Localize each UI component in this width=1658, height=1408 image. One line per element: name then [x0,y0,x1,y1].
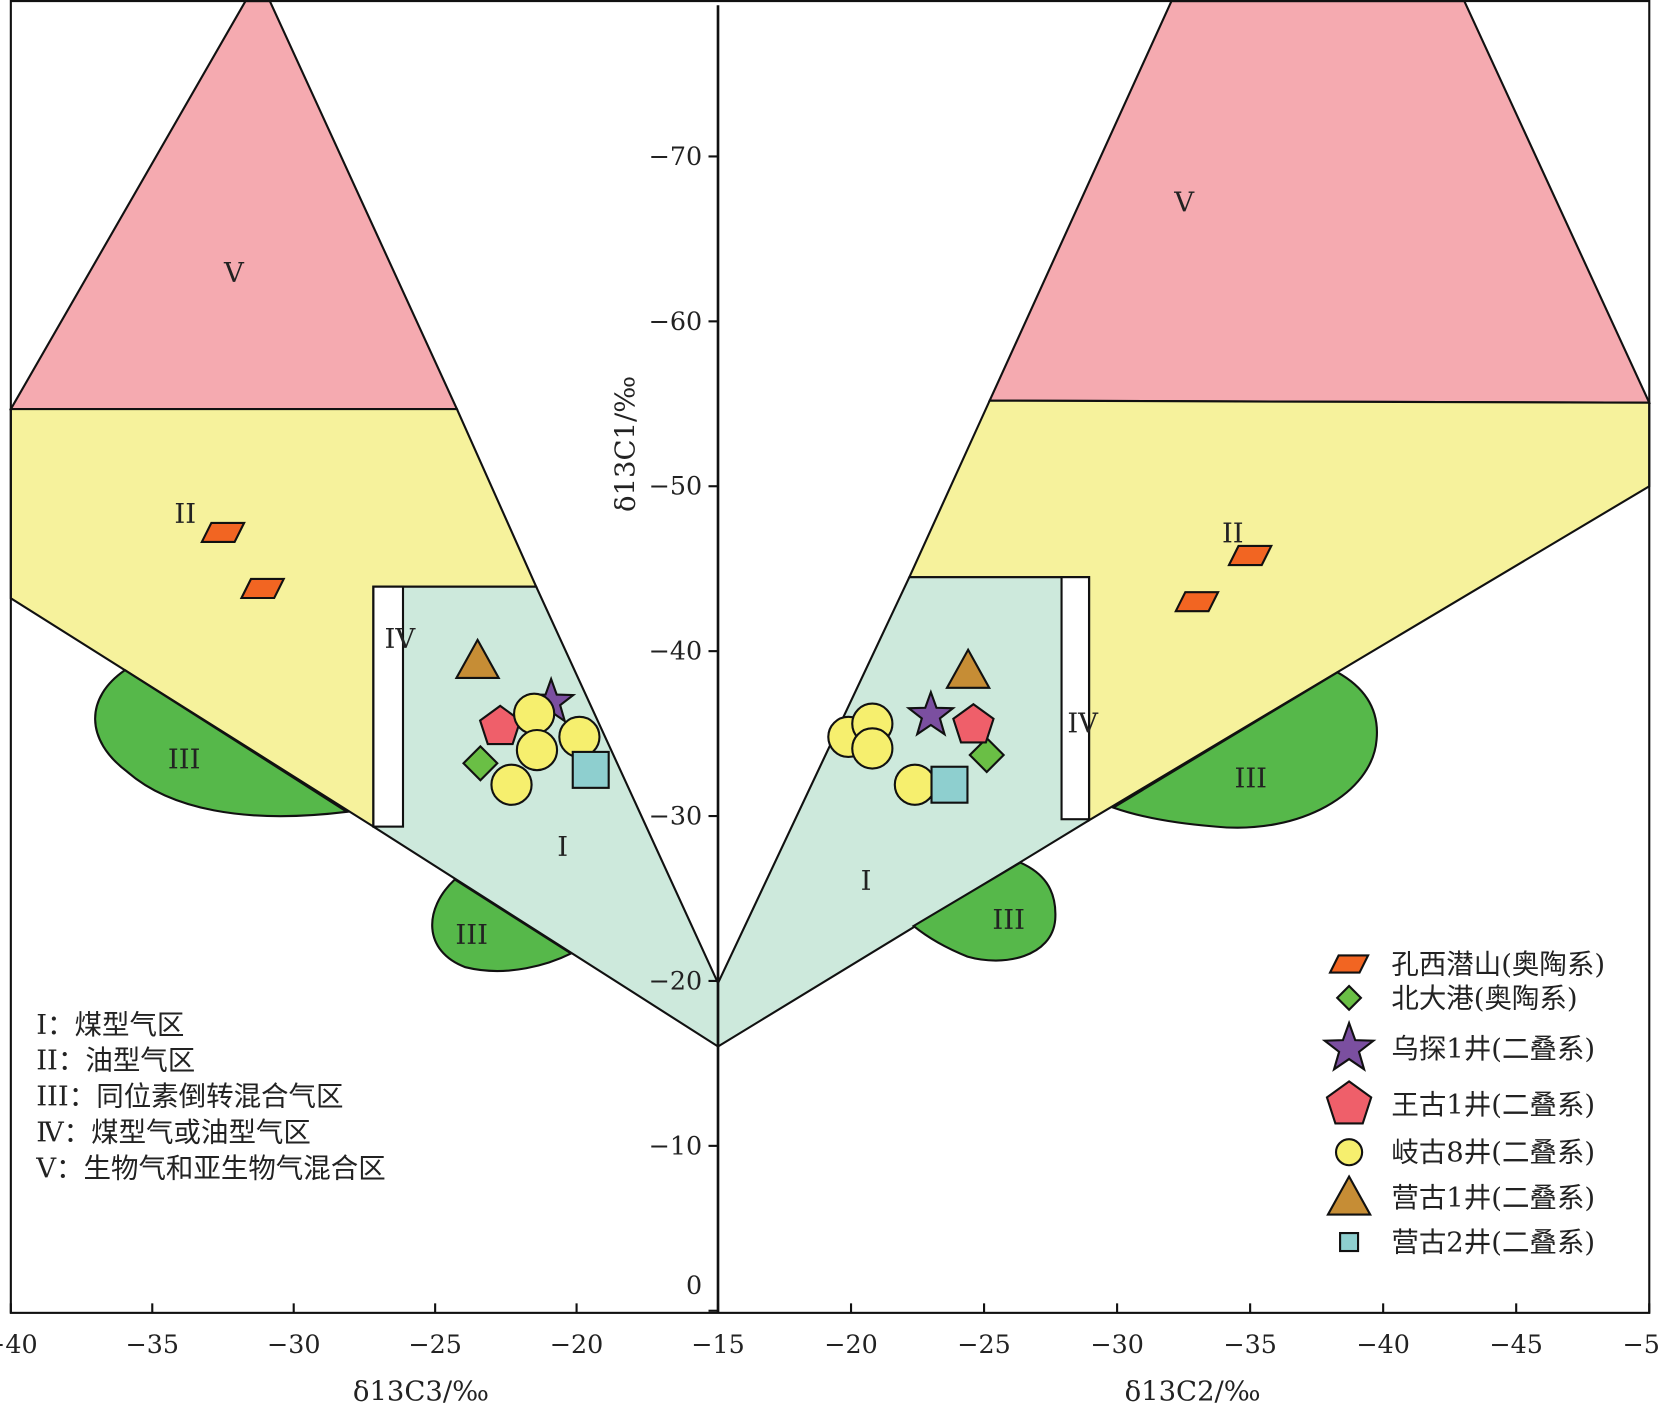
data-point [515,728,559,772]
label-iii: III [1234,763,1267,795]
legend-label: 北大港(奥陶系) [1391,982,1577,1014]
data-point [905,689,956,737]
region-iv-right [1060,576,1091,821]
label-v: V [223,257,245,289]
x-tick-label: −20 [824,1329,878,1359]
note: Ⅳ：煤型气或油型气区 [36,1117,311,1149]
legend-label: 岐古8井(二叠系) [1391,1137,1595,1169]
y-tick-label: −10 [649,1130,703,1160]
x-tick-label: −25 [408,1329,462,1359]
legend-marker-diamond [1335,984,1363,1012]
label-iii: III [455,919,488,951]
axis-titles: δ13C3/‰ δ13C2/‰ δ13C1/‰ [353,376,1261,1408]
data-point [1227,544,1273,567]
label-ii: II [1222,517,1244,549]
label-iii: III [992,904,1025,936]
x-tick-label: −35 [126,1329,180,1359]
x-tick-label: −35 [1223,1329,1277,1359]
label-i: I [557,831,568,863]
y-tick-label: −50 [649,471,703,501]
data-point [952,702,995,744]
legend-label: 乌探1井(二叠系) [1391,1033,1595,1065]
data-point [200,521,246,543]
y-tick-label: −70 [649,141,703,171]
x-axis-label-left: δ13C3/‰ [353,1376,489,1408]
region-iii-right-1 [1110,671,1379,829]
data-point [945,647,992,689]
region-v-left [9,0,459,411]
label-v: V [1173,186,1195,218]
x-tick-label: −40 [0,1329,38,1359]
data-point [461,744,499,782]
label-iv: IV [1067,708,1099,740]
region-labels: V II IV III I III V II IV III I III [168,186,1267,951]
data-point [571,750,610,789]
region-iii-left-2 [431,878,574,973]
data-point [513,692,556,735]
legend-label: 营古2井(二叠系) [1391,1227,1595,1259]
data-point [930,765,969,804]
note: V：生物气和亚生物气混合区 [35,1153,385,1185]
legend-marker-circle [1334,1138,1364,1167]
legend-marker-triangle [1326,1174,1373,1216]
x-tick-label: −50 [1622,1329,1658,1359]
x-tick-label: −30 [267,1329,321,1359]
data-points [200,521,1273,806]
data-point [239,577,286,600]
data-point [968,736,1006,774]
legend-marker-pentagon [1325,1080,1373,1125]
data-point [893,763,937,806]
data-point [454,637,501,680]
legend-marker-parallelogram [1328,954,1370,974]
frame [9,0,1651,1314]
x-tick-label: −25 [957,1329,1011,1359]
note: I：煤型气区 [36,1009,184,1041]
x-tick-label: −45 [1489,1329,1543,1359]
region-notes: I：煤型气区 II：油型气区 III：同位素倒转混合气区 Ⅳ：煤型气或油型气区 … [35,1009,385,1185]
note: II：油型气区 [36,1045,195,1077]
data-point [1174,591,1220,613]
y-tick-label: −40 [649,636,703,666]
y-tick-label: −60 [649,306,703,336]
label-iii: III [168,743,201,775]
region-iv-left [372,585,405,828]
legend-marker-square [1339,1231,1360,1253]
note: III：同位素倒转混合气区 [36,1081,343,1113]
label-i: I [861,865,872,897]
y-tick-label: −30 [649,801,703,831]
legend-label: 营古1井(二叠系) [1391,1182,1595,1214]
regions-left [9,0,720,1049]
axes: 0 −10 −20 −30 −40 −50 −60 −70 −40 −35 −30 −25 −20 −15… [0,141,1658,1359]
y-tick-label: 0 [686,1270,702,1300]
legend-label: 孔西潜山(奥陶系) [1391,949,1605,981]
legend: 孔西潜山(奥陶系)北大港(奥陶系) 乌探1井(二叠系) 王古1井(二叠系) 岐古8井(… [1321,949,1605,1259]
legend-marker-star [1321,1019,1377,1072]
data-point [490,763,533,806]
y-axis-label: δ13C1/‰ [610,376,642,512]
data-point [851,727,894,770]
region-v-right [988,0,1651,404]
x-tick-label: −15 [691,1329,745,1359]
legend-label: 王古1井(二叠系) [1391,1089,1595,1121]
label-ii: II [174,498,196,530]
region-i-right [716,576,1091,1049]
x-tick-label: −40 [1356,1329,1410,1359]
x-axis-label-right: δ13C2/‰ [1125,1376,1261,1408]
label-iv: IV [384,623,416,655]
regions-right [716,0,1651,1049]
region-iii-right-2 [911,861,1057,962]
region-iii-left-1 [94,668,351,818]
x-tick-label: −30 [1090,1329,1144,1359]
y-tick-label: −20 [649,965,703,995]
x-tick-label: −20 [550,1329,604,1359]
